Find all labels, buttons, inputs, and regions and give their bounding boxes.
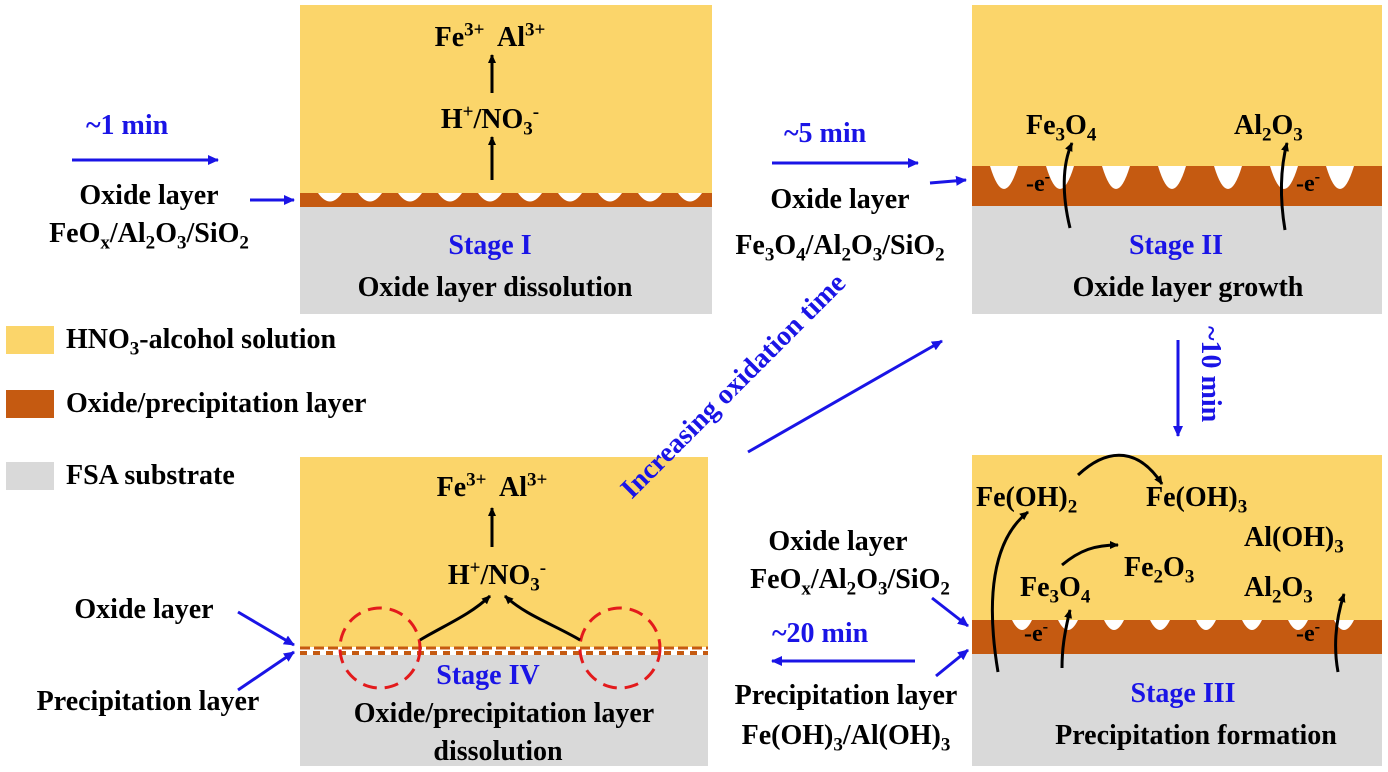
- stage3-input-formula: FeOx/Al2O3/SiO2: [750, 564, 950, 600]
- arrow-stage3-input: [931, 596, 969, 628]
- arrow-stage4-oxide: [237, 610, 295, 647]
- stage3-input-label: Oxide layer: [768, 526, 908, 557]
- stage3-al2o3: Al2O3: [1244, 572, 1313, 608]
- stage4-caption-line2: dissolution: [433, 736, 563, 767]
- stage3-arrow-fe3o4-to-fe2o3: [1061, 541, 1119, 567]
- stage4-arrow-right: [503, 594, 581, 642]
- stage3-fe3o4: Fe3O4: [1020, 572, 1091, 608]
- stage3-precip-label: Precipitation layer: [734, 680, 958, 711]
- transition-2-3-time: ~10 min: [1195, 326, 1226, 423]
- stage2-substrate: [972, 206, 1382, 314]
- stage1-input-label: Oxide layer: [79, 180, 219, 211]
- arrow-stage3-precip: [935, 648, 969, 678]
- stage1-pits: [318, 193, 702, 202]
- stage2-title: Stage II: [1128, 230, 1224, 261]
- stage4-layer-base: [300, 647, 708, 655]
- stage1-substrate: [300, 207, 712, 314]
- stage4-arrow-left: [419, 594, 492, 642]
- stage1-solution: [300, 5, 712, 194]
- stage3-substrate: [972, 654, 1382, 766]
- stage4-dissolution-circle-right: [578, 606, 662, 690]
- stage2-product-right: Al2O3: [1234, 110, 1303, 146]
- stage2-arrow-left: [1062, 142, 1074, 229]
- stage3-feoh3: Fe(OH)3: [1146, 482, 1248, 518]
- legend-swatch-layer: [6, 390, 54, 418]
- stage2-solution: [972, 5, 1382, 167]
- arrow-increasing-time: [747, 339, 943, 454]
- stage1-title: Stage I: [448, 230, 532, 261]
- stage2-arrow-right: [1280, 142, 1289, 231]
- stage2-electron-left: -e-: [1026, 167, 1051, 197]
- stage1-input-formula: FeOx/Al2O3/SiO2: [49, 218, 249, 254]
- legend-swatch-solution: [6, 326, 54, 354]
- stage3-fe2o3: Fe2O3: [1124, 552, 1195, 588]
- stage4-ions: Fe3+ Al3+: [436, 469, 548, 503]
- stage2-time-label: ~5 min: [784, 118, 867, 149]
- stage4-precip-label: Precipitation layer: [36, 686, 260, 717]
- stage4-reactant: H+/NO3-: [447, 557, 547, 596]
- stage3-feoh2: Fe(OH)2: [976, 482, 1078, 518]
- stage1-ions: Fe3+ Al3+: [434, 19, 546, 53]
- stage3-precip-formula: Fe(OH)3/Al(OH)3: [741, 720, 951, 756]
- stage4-title: Stage IV: [436, 660, 540, 691]
- stage3-aloh3: Al(OH)3: [1244, 522, 1344, 558]
- stage4-dissolution-circle-left: [338, 606, 422, 690]
- stage2-input-formula: Fe3O4/Al2O3/SiO2: [735, 230, 945, 266]
- stage2-product-left: Fe3O4: [1026, 110, 1097, 146]
- stage2-pits: [990, 166, 1354, 189]
- stage1-time-label: ~1 min: [86, 110, 169, 141]
- legend-label-substrate: FSA substrate: [66, 460, 235, 491]
- stage3-electron-right: -e-: [1296, 617, 1321, 647]
- stage4-substrate: [300, 655, 708, 766]
- arrow-stage2-input: [929, 175, 967, 186]
- legend-label-layer: Oxide/precipitation layer: [66, 388, 367, 419]
- stage2-input-label: Oxide layer: [770, 184, 910, 215]
- stage3-arrow-fe3o4: [1060, 609, 1073, 669]
- stage3-electron-left: -e-: [1024, 617, 1049, 647]
- stage2-electron-right: -e-: [1296, 167, 1321, 197]
- stage3-arrow-al: [1334, 593, 1346, 673]
- stage3-layer: [972, 620, 1382, 654]
- stage3-arrow-feoh2-to-feoh3: [1076, 453, 1164, 485]
- stage3-solution: [972, 455, 1382, 620]
- transition-3-4-time: ~20 min: [772, 618, 869, 649]
- stage3-pits: [1012, 620, 1354, 630]
- stage3-title: Stage III: [1130, 678, 1236, 709]
- stage1-caption: Oxide layer dissolution: [357, 272, 633, 303]
- stage3-arrow-feoh2: [990, 510, 1029, 673]
- stage1-reactant: H+/NO3-: [440, 101, 540, 140]
- stage4-caption-line1: Oxide/precipitation layer: [353, 698, 655, 729]
- stage2-caption: Oxide layer growth: [1072, 272, 1304, 303]
- legend-label-solution: HNO3-alcohol solution: [66, 324, 337, 360]
- legend-swatch-substrate: [6, 462, 54, 490]
- arrow-stage4-precip: [237, 650, 295, 692]
- stage3-caption: Precipitation formation: [1055, 720, 1337, 751]
- stage4-solution: [300, 457, 708, 647]
- stage4-oxide-label: Oxide layer: [74, 594, 214, 625]
